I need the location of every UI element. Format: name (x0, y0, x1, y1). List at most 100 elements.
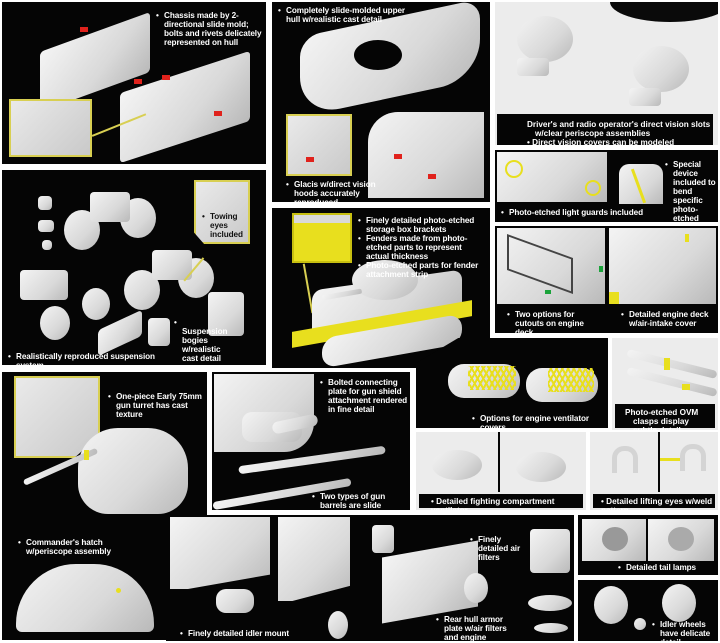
panel-fighting-ventilator: • Detailed fighting compartment ventilat… (416, 432, 586, 510)
arrow-marker (134, 79, 142, 84)
lifting-eye (680, 444, 706, 471)
idler-mount-view-1 (170, 517, 270, 589)
caption: Rear hull armor plate w/air filters and … (436, 615, 522, 641)
callout-inset (286, 114, 352, 176)
small-part (38, 196, 52, 210)
tail-lamp (602, 527, 628, 551)
ovm-clasp (664, 358, 670, 370)
panel-lifting-eyes: • Detailed lifting eyes w/weld pattern (590, 432, 718, 510)
caption: Special device included to bend specific… (665, 160, 718, 222)
lifting-eye (612, 446, 638, 473)
caption: One-piece Early 75mm gun turret has cast… (108, 392, 204, 419)
air-filter-large (530, 529, 570, 573)
air-filter-cap (534, 623, 568, 633)
green-marker (599, 266, 603, 272)
caption: Photo-etched light guards included (501, 208, 651, 217)
turret-ring-opening (354, 40, 402, 70)
caption: Realistically reproduced suspension syst… (8, 352, 178, 365)
glacis-detail (368, 112, 484, 198)
skid-part (98, 309, 142, 357)
divider (498, 432, 500, 492)
idler-hub (634, 618, 646, 630)
vision-cover-left (517, 58, 549, 76)
idler-wheel (328, 611, 348, 639)
photo-etch-part (609, 292, 619, 304)
commander-hatch (16, 564, 154, 632)
caption: Idler wheels have delicate detail (652, 620, 718, 641)
panel-tail-lamps: Detailed tail lamps (578, 515, 718, 575)
arrow-marker (80, 27, 88, 32)
rear-armor-plate (382, 540, 478, 624)
turret (78, 428, 188, 514)
panel-idler-wheels: Idler wheels have delicate detail (578, 580, 718, 641)
panel-light-guards: Special device included to bend specific… (495, 150, 718, 222)
photo-etch-part (685, 234, 689, 242)
air-filter-box (372, 525, 394, 553)
caption: Glacis w/direct vision hoods accurately … (286, 180, 376, 202)
caption: Finely detailed idler mount (180, 629, 300, 638)
photo-etch-light-guard (585, 180, 601, 196)
panel-upper-hull: Completely slide-molded upper hull w/rea… (272, 2, 490, 202)
callout-inset (9, 99, 92, 157)
caption: Finely detailed photo-etched storage box… (358, 216, 483, 279)
photo-etch-part (116, 588, 121, 593)
panel-ovm-clasps: Photo-etched OVM clasps display subtle d… (612, 338, 718, 430)
suspension-arm (20, 270, 68, 300)
caption-bar: Photo-etched OVM clasps display subtle d… (615, 404, 715, 430)
small-part (38, 220, 54, 232)
caption-bar: Driver's and radio operator's direct vis… (497, 114, 713, 145)
tail-lamp (668, 527, 694, 551)
idler-mount-part (216, 589, 254, 613)
panel-ventilator-covers: Options for engine ventilator covers (416, 338, 608, 428)
engine-deck (609, 228, 716, 304)
photo-etch-part (84, 450, 89, 460)
air-filter-base (528, 595, 572, 611)
panel-suspension: Towing eyes included Suspension bogies w… (2, 170, 266, 365)
caption: Detailed engine deck w/air-intake cover (621, 310, 717, 328)
idler-wheel (662, 584, 696, 622)
engine-deck (497, 228, 605, 304)
panel-engine-deck-detail: Detailed engine deck w/air-intake cover (607, 226, 718, 333)
panel-chassis: Chassis made by 2-directional slide mold… (2, 2, 266, 164)
caption: Suspension bogies w/realistic cast detai… (174, 318, 228, 363)
vision-hood-right (633, 46, 689, 92)
caption: Options for engine ventilator covers (472, 414, 602, 428)
idler-wheel (464, 573, 488, 603)
bogie-bracket (90, 192, 130, 222)
photo-etch-strip (660, 458, 680, 461)
idler-mount-view-2 (278, 517, 350, 601)
caption-bar: • Detailed lifting eyes w/weld pattern (593, 494, 715, 510)
road-wheel (82, 288, 110, 320)
caption: Finely detailed air filters (470, 535, 530, 562)
vision-cover-right (629, 88, 661, 106)
panel-gun-shield: Bolted connecting plate for gun shield a… (212, 372, 410, 510)
green-marker (545, 290, 551, 294)
photo-etch-mesh (468, 366, 516, 390)
photo-etch-light-guard (505, 160, 523, 178)
caption: Commander's hatch w/periscope assembly (18, 538, 118, 556)
caption-bar: • Detailed fighting compartment ventilat… (419, 494, 583, 510)
caption: Two options for cutouts on engine deck (507, 310, 603, 333)
arrow-marker (162, 75, 170, 80)
caption: Chassis made by 2-directional slide mold… (156, 11, 264, 47)
bogie-bracket (152, 250, 192, 280)
small-part (42, 240, 52, 250)
hull-opening (610, 2, 718, 22)
ovm-clasp (682, 384, 690, 390)
divider (658, 432, 660, 492)
caption: Bolted connecting plate for gun shield a… (320, 378, 408, 414)
road-wheel (40, 306, 70, 340)
vision-hood-left (517, 16, 573, 62)
caption: Towing eyes included (202, 212, 252, 239)
panel-vision-slots: Driver's and radio operator's direct vis… (495, 2, 718, 145)
bogie-housing (148, 318, 170, 346)
arrow-marker (428, 174, 436, 179)
panel-rear-hull: Finely detailed idler mount Finely detai… (166, 515, 574, 641)
panel-engine-deck-cutouts: Two options for cutouts on engine deck (495, 226, 607, 333)
photo-etch-mesh (548, 368, 594, 392)
idler-wheel (594, 586, 628, 624)
caption: Detailed tail lamps (618, 563, 714, 572)
arrow-marker (214, 111, 222, 116)
ventilator-cap (432, 450, 482, 480)
caption: Two types of gun barrels are slide molde… (312, 492, 408, 510)
